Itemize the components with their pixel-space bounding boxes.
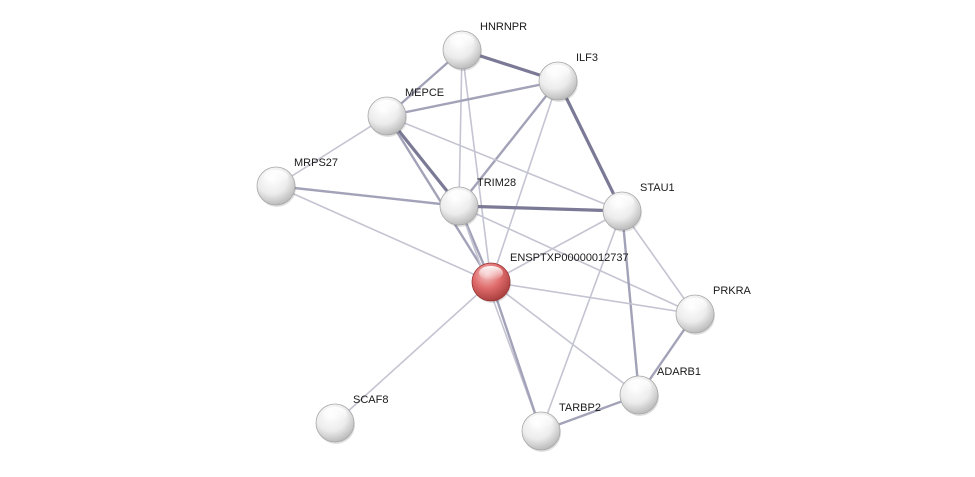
edge-stau1-tarbp2[interactable]	[540, 210, 623, 432]
edge-mrps27-ensptxp00000012737[interactable]	[275, 185, 492, 283]
node-mepce[interactable]: MEPCE	[367, 87, 444, 137]
node-label: MEPCE	[405, 87, 444, 99]
edge-hnrnpr-trim28[interactable]	[458, 49, 463, 207]
edge-mepce-mrps27[interactable]	[275, 115, 388, 187]
edge-layer	[274, 48, 697, 433]
edge-ensptxp00000012737-adarb1[interactable]	[490, 281, 640, 396]
edge-mrps27-trim28[interactable]	[274, 184, 461, 208]
node-label: SCAF8	[353, 394, 388, 406]
node-highlight	[529, 415, 553, 429]
edge-ilf3-trim28[interactable]	[457, 79, 560, 208]
edge-mepce-stau1[interactable]	[386, 115, 623, 212]
edge-ilf3-ensptxp00000012737[interactable]	[490, 80, 559, 283]
node-highlight	[546, 65, 570, 79]
edge-stau1-ensptxp00000012737[interactable]	[490, 210, 623, 283]
node-highlight	[264, 170, 288, 184]
node-highlight	[479, 266, 503, 280]
node-trim28[interactable]: TRIM28	[439, 177, 516, 227]
node-hnrnpr[interactable]: HNRNPR	[442, 21, 527, 71]
node-label: STAU1	[640, 182, 675, 194]
edge-ensptxp00000012737-scaf8[interactable]	[334, 281, 492, 424]
edge-stau1-prkra[interactable]	[621, 210, 696, 315]
node-label: ADARB1	[657, 366, 701, 378]
node-label: ENSPTXP00000012737	[510, 252, 629, 264]
node-label: ILF3	[576, 52, 598, 64]
node-highlight	[450, 34, 474, 48]
node-stau1[interactable]: STAU1	[602, 182, 675, 232]
edge-trim28-prkra[interactable]	[458, 205, 696, 315]
node-highlight	[323, 407, 347, 421]
edge-ilf3-stau1[interactable]	[556, 79, 624, 213]
node-highlight	[375, 100, 399, 114]
node-prkra[interactable]: PRKRA	[675, 285, 752, 335]
node-label: MRPS27	[294, 157, 338, 169]
edge-trim28-stau1[interactable]	[457, 204, 624, 213]
node-ilf3[interactable]: ILF3	[538, 52, 598, 102]
edge-stau1-adarb1[interactable]	[620, 209, 641, 397]
edge-hnrnpr-ensptxp00000012737[interactable]	[461, 49, 492, 283]
node-mrps27[interactable]: MRPS27	[256, 157, 338, 207]
node-adarb1[interactable]: ADARB1	[619, 366, 701, 416]
node-label: PRKRA	[713, 285, 752, 297]
edge-ilf3-mepce[interactable]	[385, 79, 560, 118]
node-label: TRIM28	[477, 177, 516, 189]
node-label: HNRNPR	[480, 21, 527, 33]
edge-ensptxp00000012737-tarbp2[interactable]	[489, 280, 543, 433]
node-tarbp2[interactable]: TARBP2	[521, 402, 601, 452]
node-label: TARBP2	[559, 402, 601, 414]
node-highlight	[447, 190, 471, 204]
edge-ensptxp00000012737-prkra[interactable]	[490, 281, 696, 315]
node-ensptxp00000012737[interactable]: ENSPTXP00000012737	[471, 252, 629, 303]
edge-mepce-ensptxp00000012737[interactable]	[385, 114, 493, 284]
node-highlight	[610, 195, 634, 209]
node-highlight	[627, 379, 651, 393]
node-scaf8[interactable]: SCAF8	[315, 394, 388, 444]
node-highlight	[683, 298, 707, 312]
